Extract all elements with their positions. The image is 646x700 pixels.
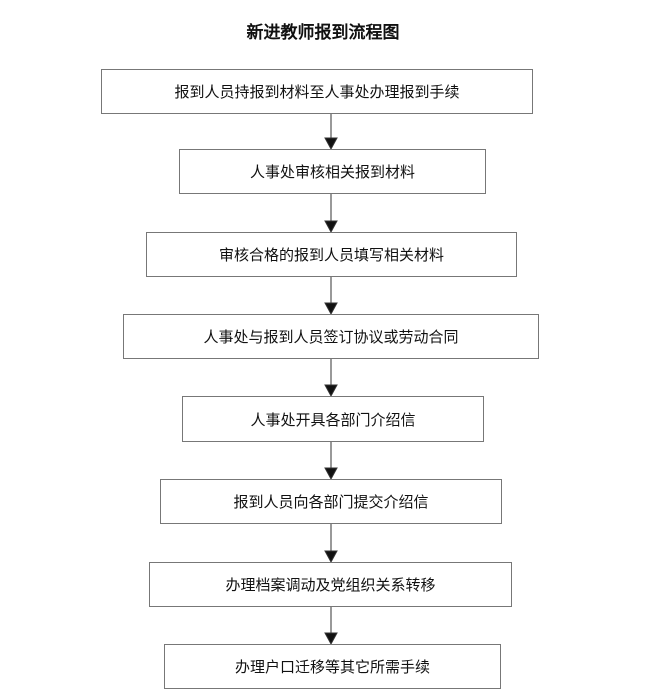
arrow-head-icon bbox=[324, 384, 338, 398]
step-box-3: 审核合格的报到人员填写相关材料 bbox=[146, 232, 517, 277]
arrow-head-icon bbox=[324, 632, 338, 646]
arrow-head-icon bbox=[324, 302, 338, 316]
diagram-title: 新进教师报到流程图 bbox=[246, 23, 400, 43]
arrows bbox=[324, 113, 338, 646]
arrow-head-icon bbox=[324, 550, 338, 564]
arrow-head-icon bbox=[324, 220, 338, 234]
arrow-head-icon bbox=[324, 467, 338, 481]
step-box-8: 办理户口迁移等其它所需手续 bbox=[164, 644, 501, 689]
step-box-6: 报到人员向各部门提交介绍信 bbox=[160, 479, 502, 524]
arrow-head-icon bbox=[324, 137, 338, 151]
step-box-5: 人事处开具各部门介绍信 bbox=[182, 396, 484, 442]
step-box-2: 人事处审核相关报到材料 bbox=[179, 149, 486, 194]
step-box-4: 人事处与报到人员签订协议或劳动合同 bbox=[123, 314, 539, 359]
step-box-1: 报到人员持报到材料至人事处办理报到手续 bbox=[101, 69, 533, 114]
step-box-7: 办理档案调动及党组织关系转移 bbox=[149, 562, 512, 607]
